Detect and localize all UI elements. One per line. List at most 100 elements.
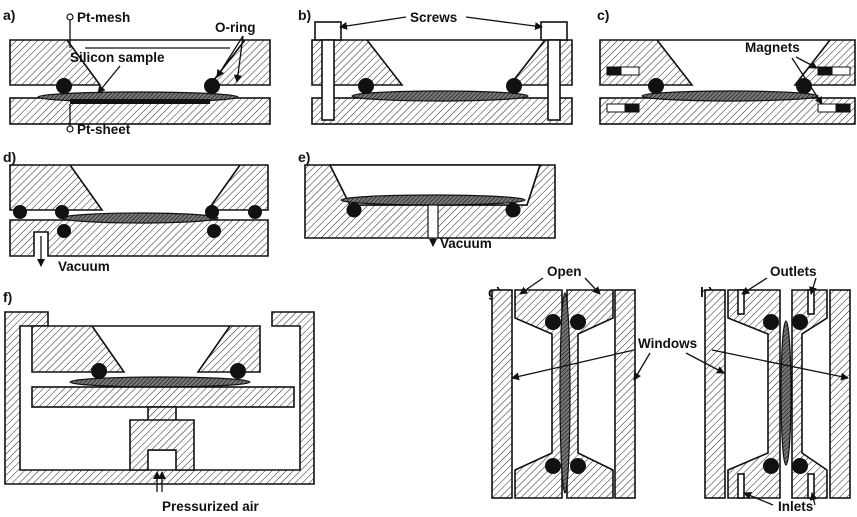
bottom-block	[311, 97, 573, 125]
piston-cylinder	[129, 419, 195, 471]
o-ring-icon	[91, 363, 107, 379]
o-ring-icon	[57, 224, 71, 238]
o-ring-icon	[570, 458, 586, 474]
silicon-sample	[641, 90, 819, 102]
magnet-icon	[606, 66, 622, 76]
inlet-channel	[807, 473, 815, 499]
screw-icon	[540, 21, 568, 41]
top-block	[599, 39, 856, 86]
screw-shaft	[547, 39, 561, 121]
vacuum-label: Vacuum	[58, 259, 110, 274]
terminal-icon	[66, 125, 74, 133]
arrow-icon	[791, 57, 823, 105]
o-ring-icon	[763, 314, 779, 330]
panel-c: c) Magnets	[597, 7, 856, 125]
o-ring-icon	[505, 202, 521, 218]
arrow-icon	[233, 35, 244, 83]
o-ring-icon	[648, 78, 664, 94]
panel-a: a) Pt-mesh O-ring Silicon sample Pt-shee…	[3, 7, 271, 137]
panel-f: f) Pressurized air	[3, 289, 315, 514]
top-block	[9, 39, 271, 86]
magnet-icon	[624, 103, 640, 113]
windows-label: Windows	[638, 336, 697, 351]
o-ring-icon	[570, 314, 586, 330]
left-window	[704, 289, 726, 499]
vacuum-label: Vacuum	[440, 236, 492, 251]
arrow-icon	[743, 491, 774, 506]
panel-f-label: f)	[3, 289, 12, 305]
arrow-icon	[741, 277, 768, 295]
o-ring-icon	[792, 458, 808, 474]
bottom-block	[599, 97, 856, 125]
inlet-channel	[737, 473, 745, 499]
o-ring-icon	[346, 202, 362, 218]
arrow-icon	[511, 349, 635, 381]
cavity	[328, 164, 542, 206]
arrow-icon	[711, 349, 849, 381]
magnet-icon	[606, 103, 626, 113]
o-ring-icon	[506, 78, 522, 94]
pressurized-air-label: Pressurized air	[162, 499, 260, 514]
screw-shaft	[321, 39, 335, 121]
right-window	[614, 289, 636, 499]
top-block	[9, 164, 269, 211]
pt-sheet	[70, 99, 210, 104]
windows-callout: Windows	[511, 336, 849, 381]
outlets-label: Outlets	[770, 264, 817, 279]
panel-a-label: a)	[3, 7, 15, 23]
o-ring-icon	[204, 78, 220, 94]
panel-h: h) Outlets Inlets	[700, 264, 851, 514]
arrow-icon	[216, 35, 244, 78]
o-ring-icon	[545, 458, 561, 474]
pressure-plate	[31, 386, 295, 408]
arrow-icon	[584, 277, 601, 295]
panel-b-label: b)	[298, 7, 311, 23]
arrow-icon	[519, 277, 544, 295]
magnet-icon	[835, 103, 851, 113]
o-ring-icon	[56, 78, 72, 94]
open-label: Open	[547, 264, 582, 279]
right-block	[791, 289, 828, 499]
arrow-icon	[633, 352, 651, 381]
inlets-label: Inlets	[778, 499, 813, 514]
top-block	[31, 325, 261, 373]
screw-icon	[314, 21, 342, 41]
magnet-icon	[817, 66, 833, 76]
silicon-sample	[780, 320, 792, 466]
panel-e: e) Vacuum	[298, 149, 556, 251]
magnet-icon	[620, 66, 640, 76]
right-window	[829, 289, 851, 499]
panel-g: g) Open	[488, 264, 636, 499]
o-ring-icon	[545, 314, 561, 330]
terminal-icon	[66, 13, 74, 21]
o-ring-icon	[230, 363, 246, 379]
silicon-sample	[340, 194, 526, 206]
panel-e-label: e)	[298, 149, 310, 165]
pt-mesh-label: Pt-mesh	[77, 10, 130, 25]
o-ring-icon	[13, 205, 27, 219]
bottom-block	[9, 219, 269, 257]
o-ring-label: O-ring	[215, 20, 256, 35]
panel-d-label: d)	[3, 149, 16, 165]
o-ring-icon	[792, 314, 808, 330]
panel-b: b) Screws	[298, 7, 573, 125]
left-block	[727, 289, 781, 499]
top-block	[311, 39, 573, 86]
arrow-icon	[685, 352, 725, 374]
o-ring-icon	[248, 205, 262, 219]
silicon-sample-label: Silicon sample	[70, 50, 165, 65]
arrow-icon	[465, 16, 543, 31]
vacuum-channel	[427, 204, 439, 239]
arrow-icon	[809, 277, 817, 295]
silicon-sample	[61, 212, 219, 224]
magnet-icon	[817, 103, 837, 113]
magnet-icon	[831, 66, 851, 76]
o-ring-icon	[205, 205, 219, 219]
left-window	[491, 289, 513, 499]
o-ring-icon	[763, 458, 779, 474]
silicon-sample	[351, 90, 529, 102]
pt-sheet-label: Pt-sheet	[77, 122, 131, 137]
o-ring-icon	[358, 78, 374, 94]
arrow-icon	[795, 56, 818, 69]
